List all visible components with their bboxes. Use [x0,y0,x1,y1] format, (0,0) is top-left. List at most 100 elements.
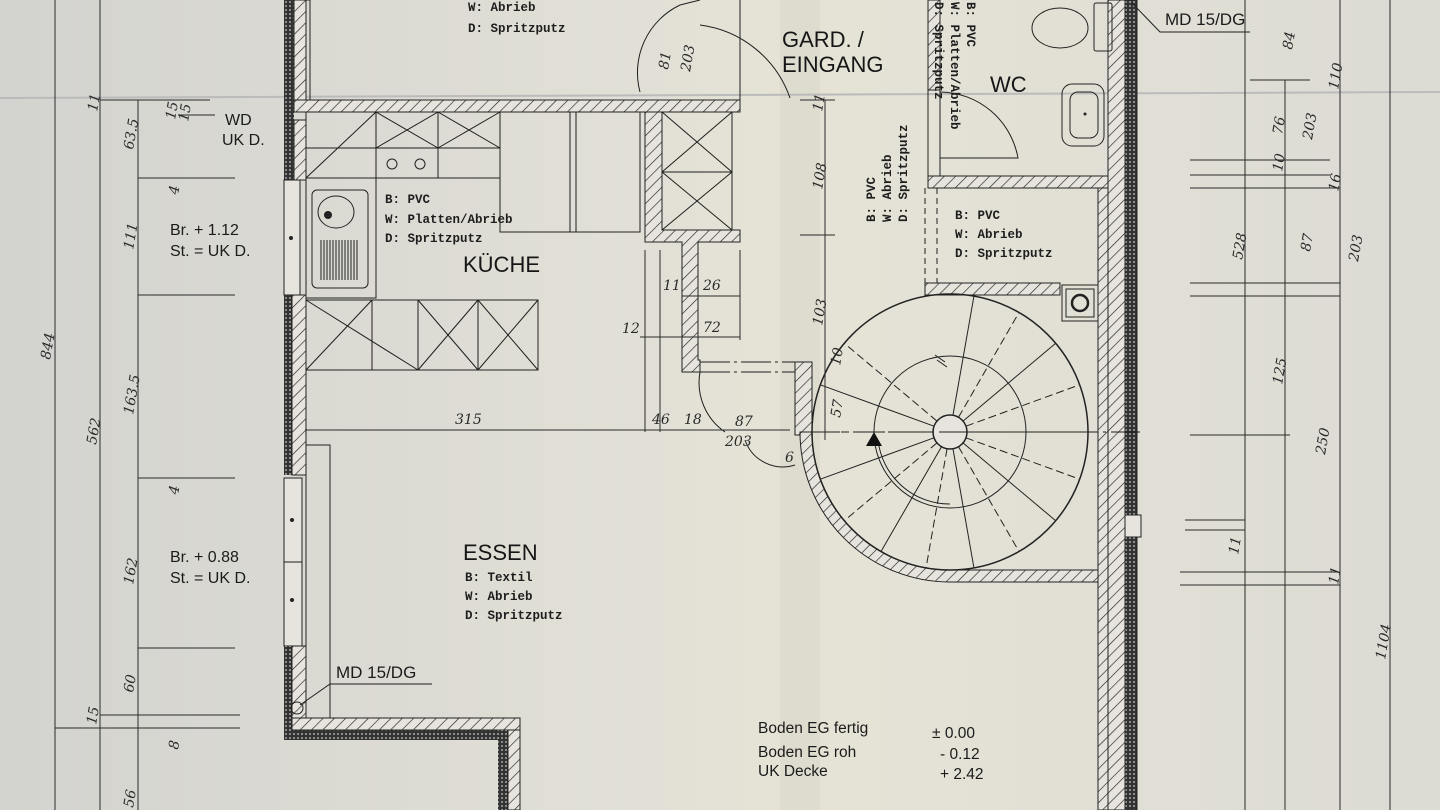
dimension-labels-left: 11 63.5 15 15 111 4 163.5 844 562 4 162 … [38,92,195,808]
svg-text:18: 18 [684,412,702,428]
spiral-staircase [810,293,1140,571]
svg-text:± 0.00: ± 0.00 [932,725,975,742]
window-label: St. = UK D. [170,570,250,587]
room-name: ESSEN [463,540,538,565]
svg-text:87: 87 [1298,232,1317,252]
svg-text:11: 11 [1326,565,1345,585]
svg-text:203: 203 [678,44,699,74]
svg-text:111: 111 [121,222,141,251]
room-name: GARD. / [782,27,865,52]
svg-text:8: 8 [166,739,183,751]
svg-text:11: 11 [810,92,829,112]
svg-text:D: Spritzputz: D: Spritzputz [465,609,563,623]
svg-text:W: Platten/Abrieb: W: Platten/Abrieb [947,2,961,130]
svg-text:72: 72 [703,320,721,336]
svg-text:562: 562 [84,417,104,446]
svg-text:4: 4 [166,484,183,497]
svg-text:Boden EG fertig: Boden EG fertig [758,720,868,737]
stair-tread [843,342,938,422]
svg-text:87: 87 [735,414,753,430]
wd-label: WD [225,112,252,129]
svg-text:Boden EG roh: Boden EG roh [758,744,856,761]
svg-text:84: 84 [1280,30,1299,50]
svg-text:W: Abrieb: W: Abrieb [955,228,1023,242]
toilet [1031,7,1089,49]
svg-text:10: 10 [1270,152,1289,172]
svg-text:B: PVC: B: PVC [963,2,977,48]
paper-fold-horizontal [0,91,1440,99]
stair-tread [820,437,935,480]
dimension-lines [54,0,1391,810]
svg-text:15: 15 [176,102,195,122]
stair-tread [965,384,1080,427]
svg-text:W: Platten/Abrieb: W: Platten/Abrieb [385,213,513,227]
svg-text:110: 110 [1326,62,1346,91]
svg-text:D: Spritzputz: D: Spritzputz [897,124,911,222]
room-hall: B: PVC W: Abrieb D: Spritzputz [955,209,1053,261]
md-label-top: MD 15/DG [1165,10,1245,29]
svg-text:60: 60 [121,673,140,693]
svg-text:203: 203 [724,434,752,450]
svg-text:UK Decke: UK Decke [758,763,828,780]
svg-text:844: 844 [38,332,58,361]
stair-tread [965,437,1080,480]
stair-tread [952,448,975,568]
md-label-bottom: MD 15/DG [336,663,416,682]
svg-text:57: 57 [828,398,847,418]
stair-tread [958,446,1020,552]
stove-burner [414,158,426,170]
stair-tread [962,342,1057,422]
svg-text:D: Spritzputz: D: Spritzputz [955,247,1053,261]
svg-text:203: 203 [1300,112,1321,142]
svg-text:163.5: 163.5 [121,373,144,415]
stair-direction-arrow [866,432,882,446]
room-top-specs: W: Abrieb D: Spritzputz [468,1,566,36]
level-table: Boden EG fertig ± 0.00 Boden EG roh - 0.… [758,720,984,783]
washbasin [1061,83,1105,147]
svg-text:4: 4 [166,184,183,197]
svg-text:63.5: 63.5 [121,117,142,151]
doors [636,0,1019,468]
svg-text:15: 15 [84,705,103,725]
svg-text:W: Abrieb: W: Abrieb [468,1,536,15]
stair-tread [820,384,935,427]
svg-text:11: 11 [663,278,681,294]
svg-text:W: Abrieb: W: Abrieb [465,590,533,604]
svg-text:12: 12 [622,321,640,337]
dimension-labels-right: 84 110 76 203 10 16 528 87 203 125 250 1… [1226,30,1395,660]
svg-text:11: 11 [1226,535,1245,555]
svg-text:B: PVC: B: PVC [955,209,1001,223]
svg-text:1104: 1104 [1373,623,1395,661]
room-name: EINGANG [782,52,883,77]
svg-text:203: 203 [1346,234,1367,264]
svg-text:81: 81 [656,50,675,70]
svg-text:B: Textil: B: Textil [465,571,533,585]
kitchen-fittings [305,111,733,371]
svg-text:76: 76 [1270,115,1289,135]
svg-text:16: 16 [1326,172,1345,192]
stair-tread [952,296,975,416]
room-wc: WC B: PVC W: Platten/Abrieb D: Spritzput… [931,2,1027,130]
svg-text:26: 26 [702,278,721,294]
svg-text:W: Abrieb: W: Abrieb [881,154,895,222]
svg-text:162: 162 [121,557,141,586]
room-essen: ESSEN B: Textil W: Abrieb D: Spritzputz [463,540,563,623]
svg-text:103: 103 [810,298,830,327]
svg-text:6: 6 [785,450,794,466]
svg-text:315: 315 [455,412,482,428]
svg-text:108: 108 [810,162,830,191]
svg-text:528: 528 [1230,232,1250,261]
dimension-labels-kitchen: 315 46 18 87 203 6 11 26 12 72 81 203 [455,44,794,466]
svg-text:D: Spritzputz: D: Spritzputz [468,22,566,36]
room-garderobe: GARD. / EINGANG B: PVC W: Abrieb D: Spri… [782,27,911,222]
svg-text:+ 2.42: + 2.42 [940,766,984,783]
room-name: KÜCHE [463,252,540,277]
window-label: St. = UK D. [170,243,250,260]
window-label: Br. + 0.88 [170,549,239,566]
stove-burner [386,158,398,170]
svg-text:10: 10 [828,346,847,366]
svg-text:250: 250 [1313,427,1334,457]
svg-text:D: Spritzputz: D: Spritzputz [931,2,945,100]
